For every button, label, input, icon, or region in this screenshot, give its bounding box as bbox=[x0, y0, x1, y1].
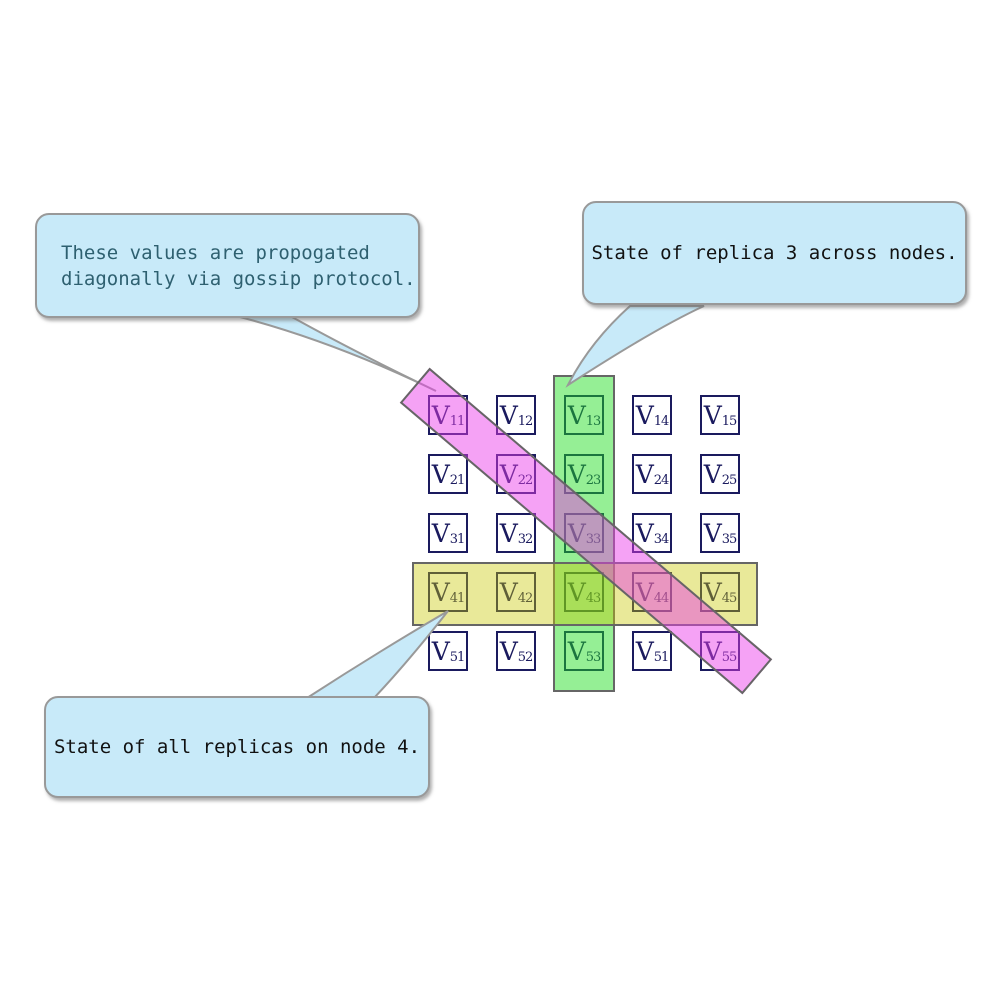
cell-label: V bbox=[499, 636, 518, 666]
cell-label: V bbox=[431, 636, 450, 666]
cell-label: V bbox=[635, 636, 654, 666]
cell-subscript: 12 bbox=[517, 413, 534, 429]
gossip-callout: These values are propogated diagonally v… bbox=[35, 213, 420, 318]
cell-label: V bbox=[499, 400, 518, 430]
cell-label: V bbox=[703, 636, 722, 666]
cell-label: V bbox=[703, 459, 722, 489]
replica-callout-text: State of replica 3 across nodes. bbox=[591, 242, 958, 264]
cell-subscript: 25 bbox=[721, 472, 738, 488]
node4-callout: State of all replicas on node 4. bbox=[44, 696, 430, 798]
cell-label: V bbox=[567, 518, 586, 548]
cell-subscript: 51 bbox=[653, 649, 670, 665]
cell-subscript: 15 bbox=[721, 413, 738, 429]
replica3-column-highlight bbox=[553, 375, 615, 692]
gossip-callout-tail bbox=[239, 316, 437, 392]
cell-label: V bbox=[703, 577, 722, 607]
cell-label: V bbox=[567, 577, 586, 607]
node4-callout-text: State of all replicas on node 4. bbox=[53, 736, 421, 758]
cell-subscript: 43 bbox=[585, 590, 602, 606]
replica-callout: State of replica 3 across nodes. bbox=[582, 201, 967, 305]
cell-subscript: 53 bbox=[585, 649, 602, 665]
cell-label: V bbox=[431, 400, 450, 430]
cell-label: V bbox=[431, 518, 450, 548]
cell-subscript: 52 bbox=[517, 649, 534, 665]
cell-label: V bbox=[499, 577, 518, 607]
cell-subscript: 13 bbox=[585, 413, 602, 429]
cell-subscript: 21 bbox=[449, 472, 466, 488]
cell-subscript: 14 bbox=[653, 413, 670, 429]
cell-subscript: 44 bbox=[653, 590, 670, 606]
cell-subscript: 24 bbox=[653, 472, 670, 488]
cell-label: V bbox=[567, 400, 586, 430]
cell-label: V bbox=[499, 518, 518, 548]
node4-row-highlight bbox=[412, 562, 758, 626]
cell-subscript: 51 bbox=[449, 649, 466, 665]
cell-label: V bbox=[703, 518, 722, 548]
node4-callout-tail bbox=[303, 610, 449, 699]
cell-subscript: 42 bbox=[517, 590, 534, 606]
cell-subscript: 11 bbox=[449, 413, 466, 429]
cell-subscript: 23 bbox=[585, 472, 602, 488]
cell-label: V bbox=[635, 459, 654, 489]
gossip-callout-line1: These values are propogated bbox=[61, 241, 370, 264]
cell-label: V bbox=[635, 577, 654, 607]
cell-label: V bbox=[635, 518, 654, 548]
replica-callout-tail bbox=[565, 305, 705, 388]
cell-label: V bbox=[431, 459, 450, 489]
cell-subscript: 41 bbox=[449, 590, 466, 606]
cell-subscript: 32 bbox=[517, 531, 534, 547]
cell-subscript: 33 bbox=[585, 531, 602, 547]
cell-label: V bbox=[431, 577, 450, 607]
cell-label: V bbox=[567, 636, 586, 666]
cell-label: V bbox=[499, 459, 518, 489]
cell-subscript: 45 bbox=[721, 590, 738, 606]
cell-label: V bbox=[635, 400, 654, 430]
cell-subscript: 31 bbox=[449, 531, 466, 547]
cell-subscript: 22 bbox=[517, 472, 534, 488]
cell-subscript: 55 bbox=[721, 649, 738, 665]
cell-label: V bbox=[567, 459, 586, 489]
cell-subscript: 34 bbox=[653, 531, 670, 547]
gossip-callout-line2: diagonally via gossip protocol. bbox=[61, 267, 416, 290]
cell-label: V bbox=[703, 400, 722, 430]
cell-subscript: 35 bbox=[721, 531, 738, 547]
